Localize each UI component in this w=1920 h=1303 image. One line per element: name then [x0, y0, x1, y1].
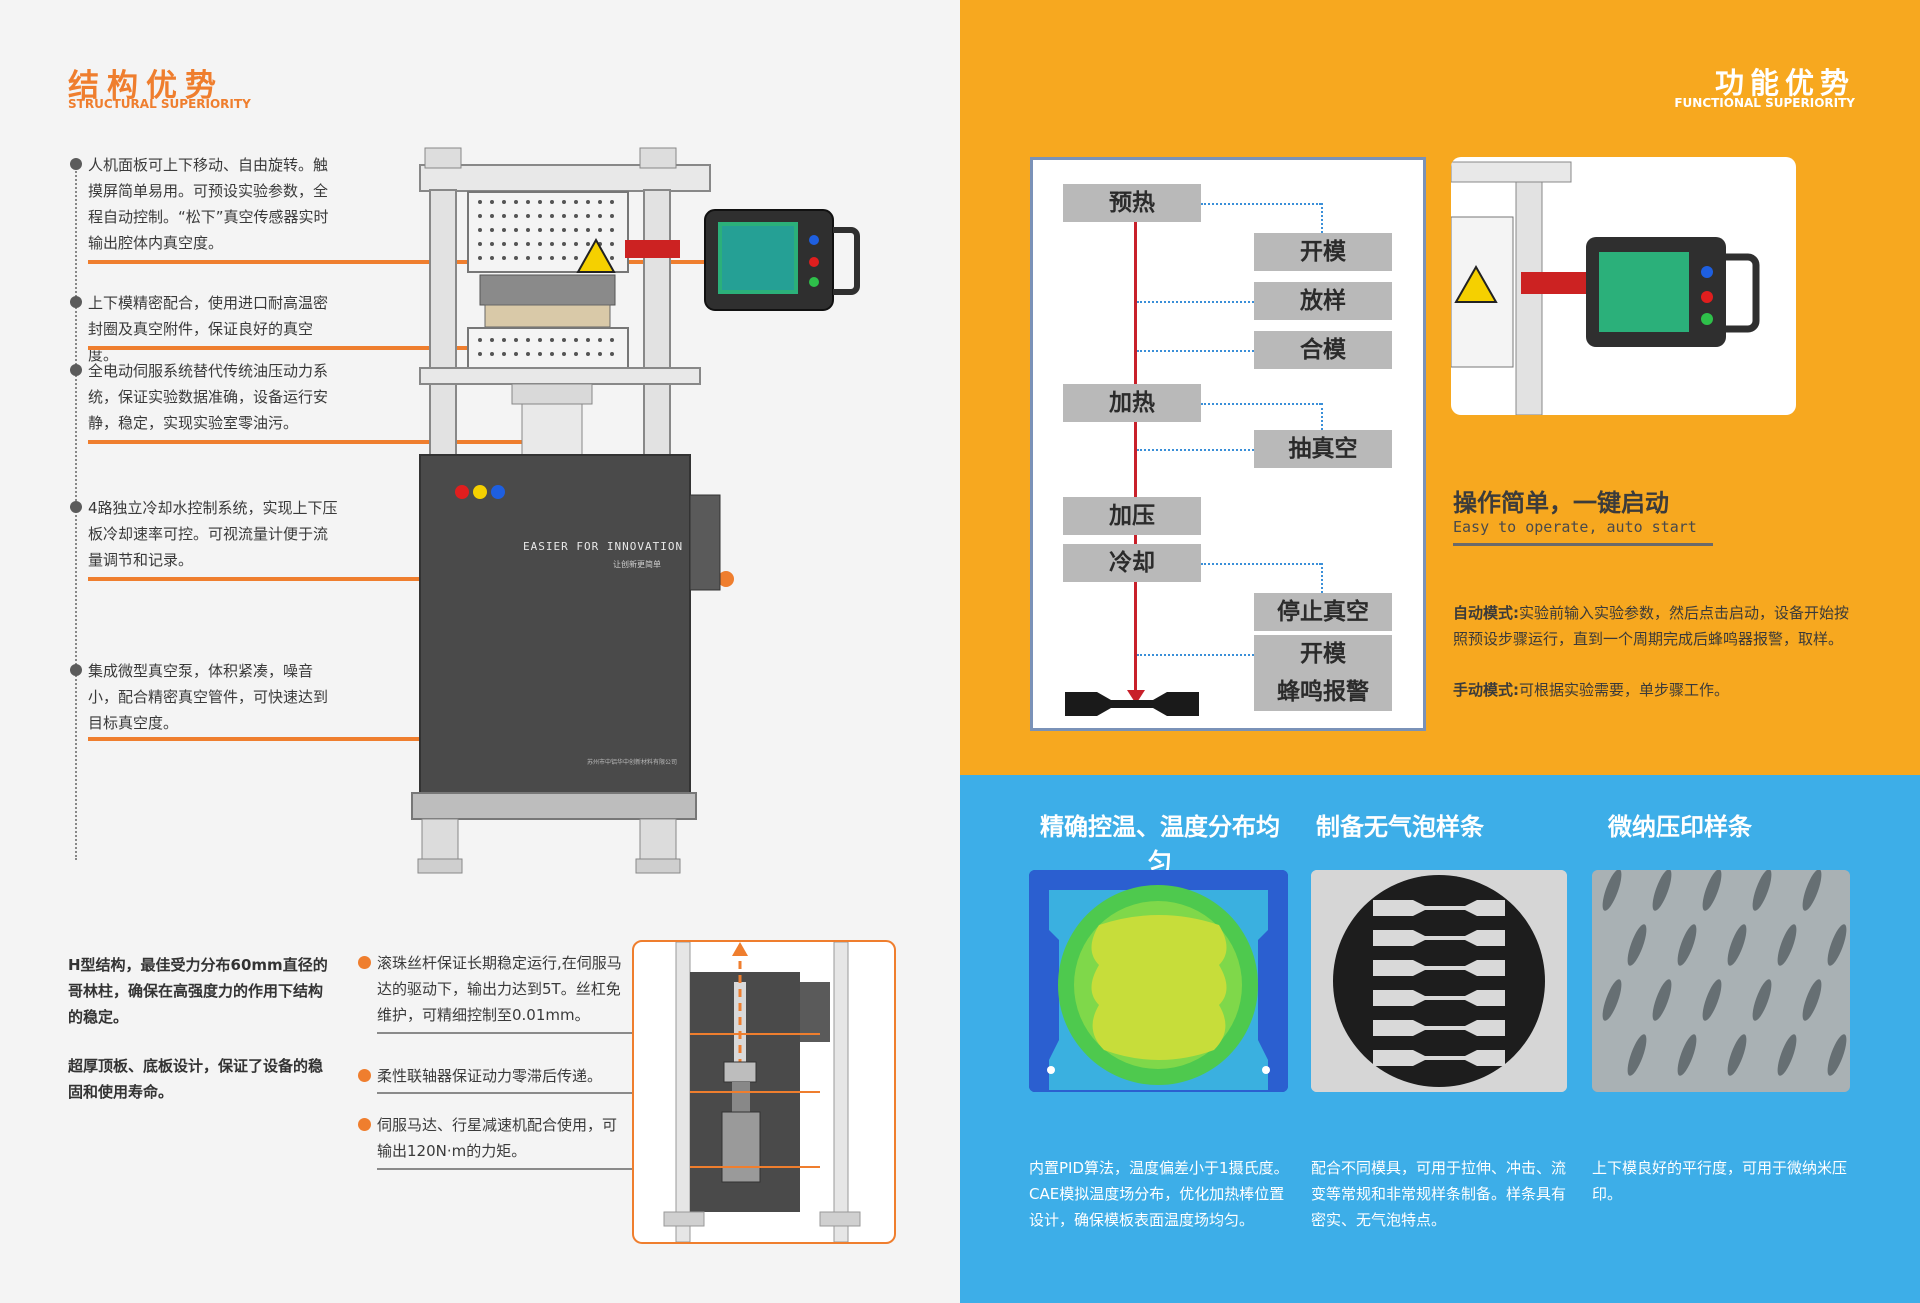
main-flow-line: [1134, 203, 1137, 693]
dumbbell-sample-icon: [1065, 692, 1199, 716]
connector: [1201, 203, 1321, 205]
manual-mode-label: 手动模式:: [1453, 681, 1519, 699]
drive-note-1: 滚珠丝杆保证长期稳定运行,在伺服马达的驱动下，输出力达到5T。丝杠免维护，可精细…: [377, 954, 622, 1024]
pointer-line-3: [88, 440, 558, 444]
thick-plate-text: 超厚顶板、底板设计，保证了设备的稳固和使用寿命。: [68, 1057, 324, 1101]
structural-title: 结构优势: [68, 68, 224, 104]
nano-imprint-svg: [1592, 870, 1850, 1092]
connector: [1321, 563, 1323, 593]
connector: [1321, 203, 1323, 233]
connector: [1137, 350, 1254, 352]
feature-text-2: 上下模精密配合，使用进口耐高温密封圈及真空附件，保证良好的真空度。: [88, 294, 329, 364]
operation-subtitle: Easy to operate, auto start: [1453, 518, 1697, 536]
bullet-icon: [70, 501, 82, 513]
pointer-line-1: [88, 260, 738, 264]
auto-mode-text: 自动模式:实验前输入实验参数，然后点击启动，设备开始按照预设步骤运行，直到一个周…: [1453, 600, 1853, 652]
connector: [1321, 403, 1323, 430]
step-buzzer-alarm: 蜂鸣报警: [1254, 673, 1392, 711]
machine-tiny-label: 苏州市中铝华中创新材料有限公司: [587, 759, 678, 766]
step-close-mold: 合模: [1254, 331, 1392, 369]
feature-text-1: 人机面板可上下移动、自由旋转。触摸屏简单易用。可预设实验参数，全程自动控制。“松…: [88, 156, 329, 252]
feature-text-4: 4路独立冷却水控制系统，实现上下压板冷却速率可控。可视流量计便于流量调节和记录。: [88, 499, 338, 569]
bullet-icon: [70, 664, 82, 676]
drive-cutaway-illustration: [632, 940, 896, 1244]
functional-subtitle: FUNCTIONAL SUPERIORITY: [1674, 96, 1855, 110]
note-line-2: [377, 1092, 762, 1094]
control-panel-photo: [1451, 157, 1796, 415]
feature-title-bubble-free: 制备无气泡样条: [1316, 813, 1484, 841]
h-structure-text: H型结构，最佳受力分布60mm直径的哥林柱，确保在高强度力的作用下结构的稳定。: [68, 956, 328, 1026]
feature-text-nano-imprint: 上下模良好的平行度，可用于微纳米压印。: [1592, 1159, 1848, 1203]
feature-title-nano-imprint: 微纳压印样条: [1608, 813, 1752, 841]
pointer-dot-4: [718, 571, 734, 587]
control-panel-svg: [1451, 161, 1760, 415]
structural-subtitle: STRUCTURAL SUPERIORITY: [68, 97, 251, 111]
step-open-mold-2: 开模: [1254, 635, 1392, 673]
drive-note-3: 伺服马达、行星减速机配合使用，可输出120N·m的力矩。: [377, 1116, 618, 1160]
step-load-sample: 放样: [1254, 282, 1392, 320]
bullet-icon: [70, 158, 82, 170]
step-vacuum: 抽真空: [1254, 430, 1392, 468]
auto-mode-label: 自动模式:: [1453, 604, 1519, 622]
connector: [1137, 654, 1254, 656]
feature-title-temperature: 精确控温、温度分布均匀: [1040, 813, 1280, 876]
connector: [1137, 301, 1254, 303]
feature-text-temperature: 内置PID算法，温度偏差小于1摄氏度。CAE模拟温度场分布，优化加热棒位置设计，…: [1029, 1159, 1289, 1229]
step-stop-vacuum: 停止真空: [1254, 593, 1392, 631]
step-preheat: 预热: [1063, 184, 1201, 222]
nano-imprint-image: [1592, 870, 1850, 1092]
machine-label: EASIER FOR INNOVATION: [523, 540, 684, 553]
press-machine-illustration: [411, 147, 860, 874]
manual-mode-text: 手动模式:可根据实验需要，单步骤工作。: [1453, 677, 1853, 703]
step-cool: 冷却: [1063, 544, 1201, 582]
feature-text-3: 全电动伺服系统替代传统油压动力系统，保证实验数据准确，设备运行安静，稳定，实现实…: [88, 362, 329, 432]
operation-underline: [1453, 543, 1713, 546]
connector: [1201, 403, 1321, 405]
bullet-icon: [70, 364, 82, 376]
manual-mode-desc: 可根据实验需要，单步骤工作。: [1519, 681, 1730, 699]
note-line-3: [377, 1168, 762, 1170]
operation-title: 操作简单，一键启动: [1453, 489, 1669, 517]
pointer-line-4: [88, 577, 728, 581]
orange-bullet-icon: [358, 956, 371, 969]
pointer-line-5: [88, 737, 478, 741]
sample-plate-svg: [1311, 870, 1567, 1092]
sample-plate-image: [1311, 870, 1567, 1092]
connector: [1137, 449, 1254, 451]
left-page: 结构优势 STRUCTURAL SUPERIORITY 人机面板可上下移动、自由…: [68, 68, 896, 1244]
auto-mode-desc: 实验前输入实验参数，然后点击启动，设备开始按照预设步骤运行，直到一个周期完成后蜂…: [1453, 604, 1850, 648]
machine-sublabel: 让创新更简单: [613, 560, 661, 569]
step-press: 加压: [1063, 497, 1201, 535]
right-bottom-section: 精确控温、温度分布均匀 制备无气泡样条 微纳压印样条: [960, 775, 1920, 1303]
orange-bullet-icon: [358, 1118, 371, 1131]
thermal-svg: [1029, 870, 1288, 1092]
feature-text-5: 集成微型真空泵，体积紧凑，噪音小，配合精密真空管件，可快速达到目标真空度。: [88, 662, 329, 732]
orange-bullet-icon: [358, 1069, 371, 1082]
connector: [1201, 563, 1321, 565]
step-heat: 加热: [1063, 384, 1201, 422]
feature-text-bubble-free: 配合不同模具，可用于拉伸、冲击、流变等常规和非常规样条制备。样条具有密实、无气泡…: [1311, 1159, 1567, 1229]
step-open-mold: 开模: [1254, 233, 1392, 271]
drive-note-2: 柔性联轴器保证动力零滞后传递。: [377, 1067, 603, 1085]
functional-title: 功能优势: [1714, 66, 1855, 100]
thermal-simulation-image: [1029, 870, 1288, 1092]
bullet-icon: [70, 296, 82, 308]
note-line-1: [377, 1032, 762, 1034]
drive-cutaway-svg: [663, 942, 861, 1242]
pointer-line-2: [88, 346, 488, 350]
process-flow-panel: 预热 加热 加压 冷却 开模 放样 合模 抽真空 停止真空 开模 蜂鸣报警: [1030, 157, 1426, 731]
